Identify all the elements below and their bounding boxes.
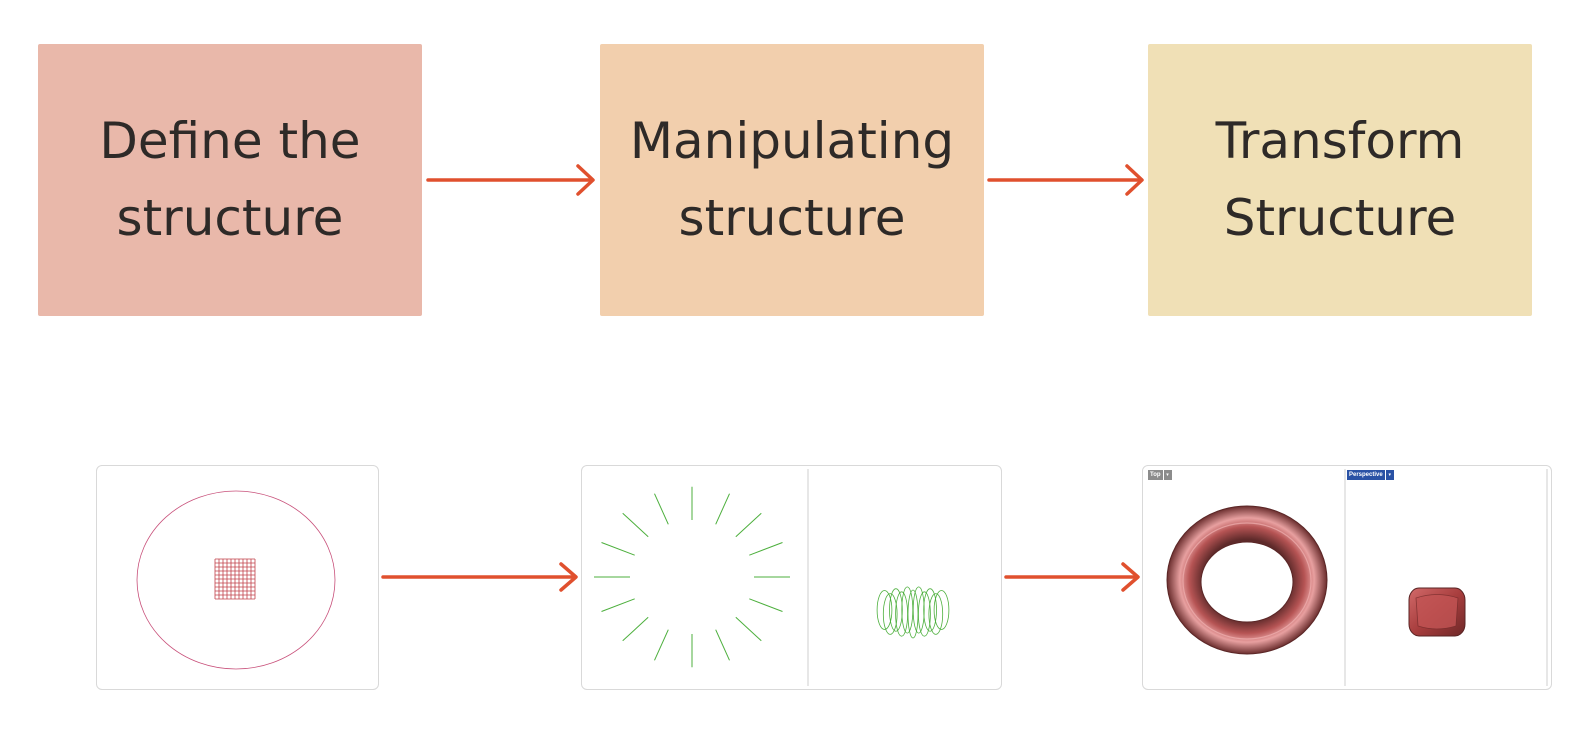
viewport-tab-label: Perspective (1347, 470, 1385, 480)
radial-line-segments (594, 486, 790, 668)
chevron-down-icon[interactable]: ▾ (1385, 470, 1394, 480)
chevron-down-icon[interactable]: ▾ (1163, 470, 1172, 480)
step-transform-structure: Transform Structure (1148, 44, 1532, 316)
arrow-panel1-to-panel2 (381, 562, 578, 592)
viewport-tab-label: Top (1148, 470, 1163, 480)
step-manipulating-structure: Manipulating structure (600, 44, 984, 316)
arrow-panel2-to-panel3 (1004, 562, 1140, 592)
torus-top-view (1166, 505, 1328, 655)
viewport-tab-top[interactable]: Top ▾ (1148, 470, 1172, 480)
step-label: Define the structure (99, 112, 361, 247)
torus-render-drawing (1166, 469, 1548, 686)
side-view-curve-loops (876, 586, 950, 639)
panel-manipulating-structure-viewport (581, 465, 1002, 690)
step-label: Manipulating structure (629, 112, 955, 247)
panel-transform-structure-viewport: Top ▾ Perspective ▾ (1142, 465, 1552, 690)
torus-perspective-view (1408, 587, 1466, 637)
arrow-step1-to-step2 (426, 164, 595, 196)
radial-curves-drawing (594, 469, 950, 686)
step-define-structure: Define the structure (38, 44, 422, 316)
arrow-step2-to-step3 (987, 164, 1144, 196)
viewport-tab-perspective[interactable]: Perspective ▾ (1347, 470, 1394, 480)
step-label: Transform Structure (1215, 112, 1465, 247)
panel-define-structure-viewport (96, 465, 379, 690)
square-grid (214, 558, 256, 600)
ellipse-with-grid-drawing (136, 490, 336, 670)
boundary-ellipse (136, 490, 336, 670)
